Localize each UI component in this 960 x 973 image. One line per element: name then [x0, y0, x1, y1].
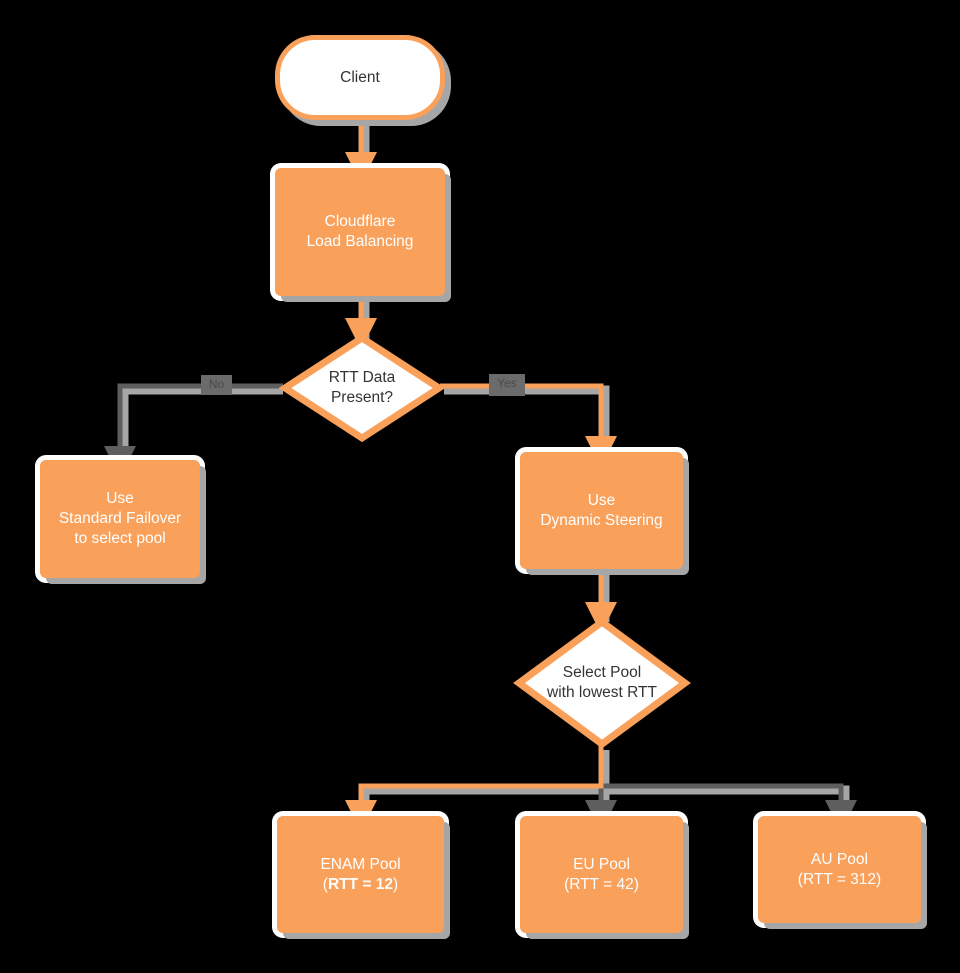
node-select-pool[interactable]: Select Pool with lowest RTT — [513, 616, 691, 750]
node-dynamic-steering-label: Use Dynamic Steering — [540, 491, 663, 529]
edge-select-to-enam-pool — [345, 746, 604, 832]
node-enam-pool[interactable]: ENAM Pool (RTT = 12) — [277, 816, 444, 933]
node-eu-pool-label: EU Pool (RTT = 42) — [564, 855, 639, 893]
node-cloudflare-load-balancing-label: Cloudflare Load Balancing — [306, 213, 414, 250]
diamond-shape-rtt — [279, 333, 445, 443]
edge-rtt-to-standard-failover — [104, 383, 283, 478]
edge-label-no: No — [201, 375, 232, 395]
edge-label-yes: Yes — [489, 374, 525, 396]
node-au-pool-label: AU Pool (RTT = 312) — [797, 850, 882, 888]
node-enam-pool-rtt: (RTT = 12) — [322, 875, 399, 893]
edge-shadow-rtt-dyn — [444, 385, 610, 456]
node-cloudflare-load-balancing[interactable]: Cloudflare Load Balancing — [275, 168, 445, 296]
node-client[interactable]: Client — [275, 35, 445, 120]
edge-shadow-rtt-failover — [119, 385, 283, 466]
node-au-pool[interactable]: AU Pool (RTT = 312) — [758, 816, 921, 923]
node-rtt-data-present[interactable]: RTT Data Present? — [279, 330, 445, 446]
node-client-label: Client — [340, 68, 380, 86]
node-eu-pool[interactable]: EU Pool (RTT = 42) — [520, 816, 683, 933]
node-enam-pool-label: ENAM Pool (RTT = 12) — [320, 855, 401, 893]
diamond-shape-select-pool — [513, 617, 691, 749]
node-standard-failover-label: Use Standard Failover to select pool — [58, 490, 182, 547]
node-dynamic-steering[interactable]: Use Dynamic Steering — [520, 452, 683, 569]
edge-select-to-au-pool — [601, 783, 858, 832]
node-standard-failover[interactable]: Use Standard Failover to select pool — [40, 460, 200, 578]
